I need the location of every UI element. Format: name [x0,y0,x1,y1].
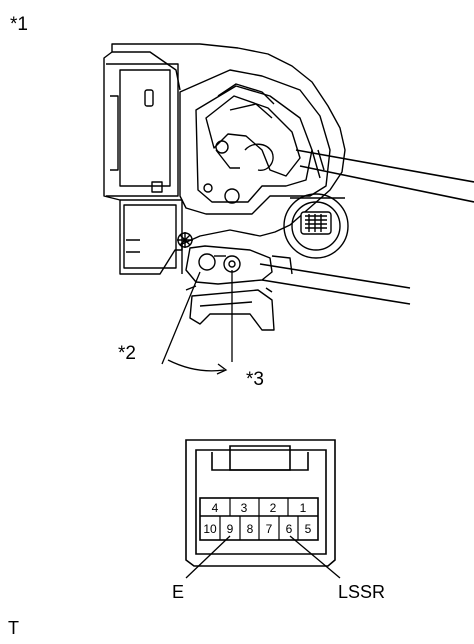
terminal-leaders [185,535,341,579]
pin-2: 2 [270,501,277,515]
pin-4: 4 [212,501,219,515]
terminal-label-lssr: LSSR [338,582,386,602]
pin-10: 10 [203,522,217,536]
callout-1: *1 [10,14,28,35]
terminal-label-e: E [172,582,185,602]
pin-labels-bottom: 10 9 8 7 6 5 [203,522,311,536]
angle-indicator [161,270,233,375]
pin-labels-top: 4 3 2 1 [212,501,307,515]
lock-assembly-drawing [103,43,474,331]
pin-3: 3 [241,501,248,515]
pin-5: 5 [305,522,312,536]
connector-pin-grid [219,498,299,540]
pin-6: 6 [286,522,293,536]
pin-7: 7 [266,522,273,536]
callout-3: *3 [246,369,264,390]
connector-housing [185,439,336,567]
callout-2: *2 [118,343,136,364]
pin-1: 1 [300,501,307,515]
footer-mark: T [8,618,19,638]
pin-8: 8 [247,522,254,536]
pin-9: 9 [227,522,234,536]
